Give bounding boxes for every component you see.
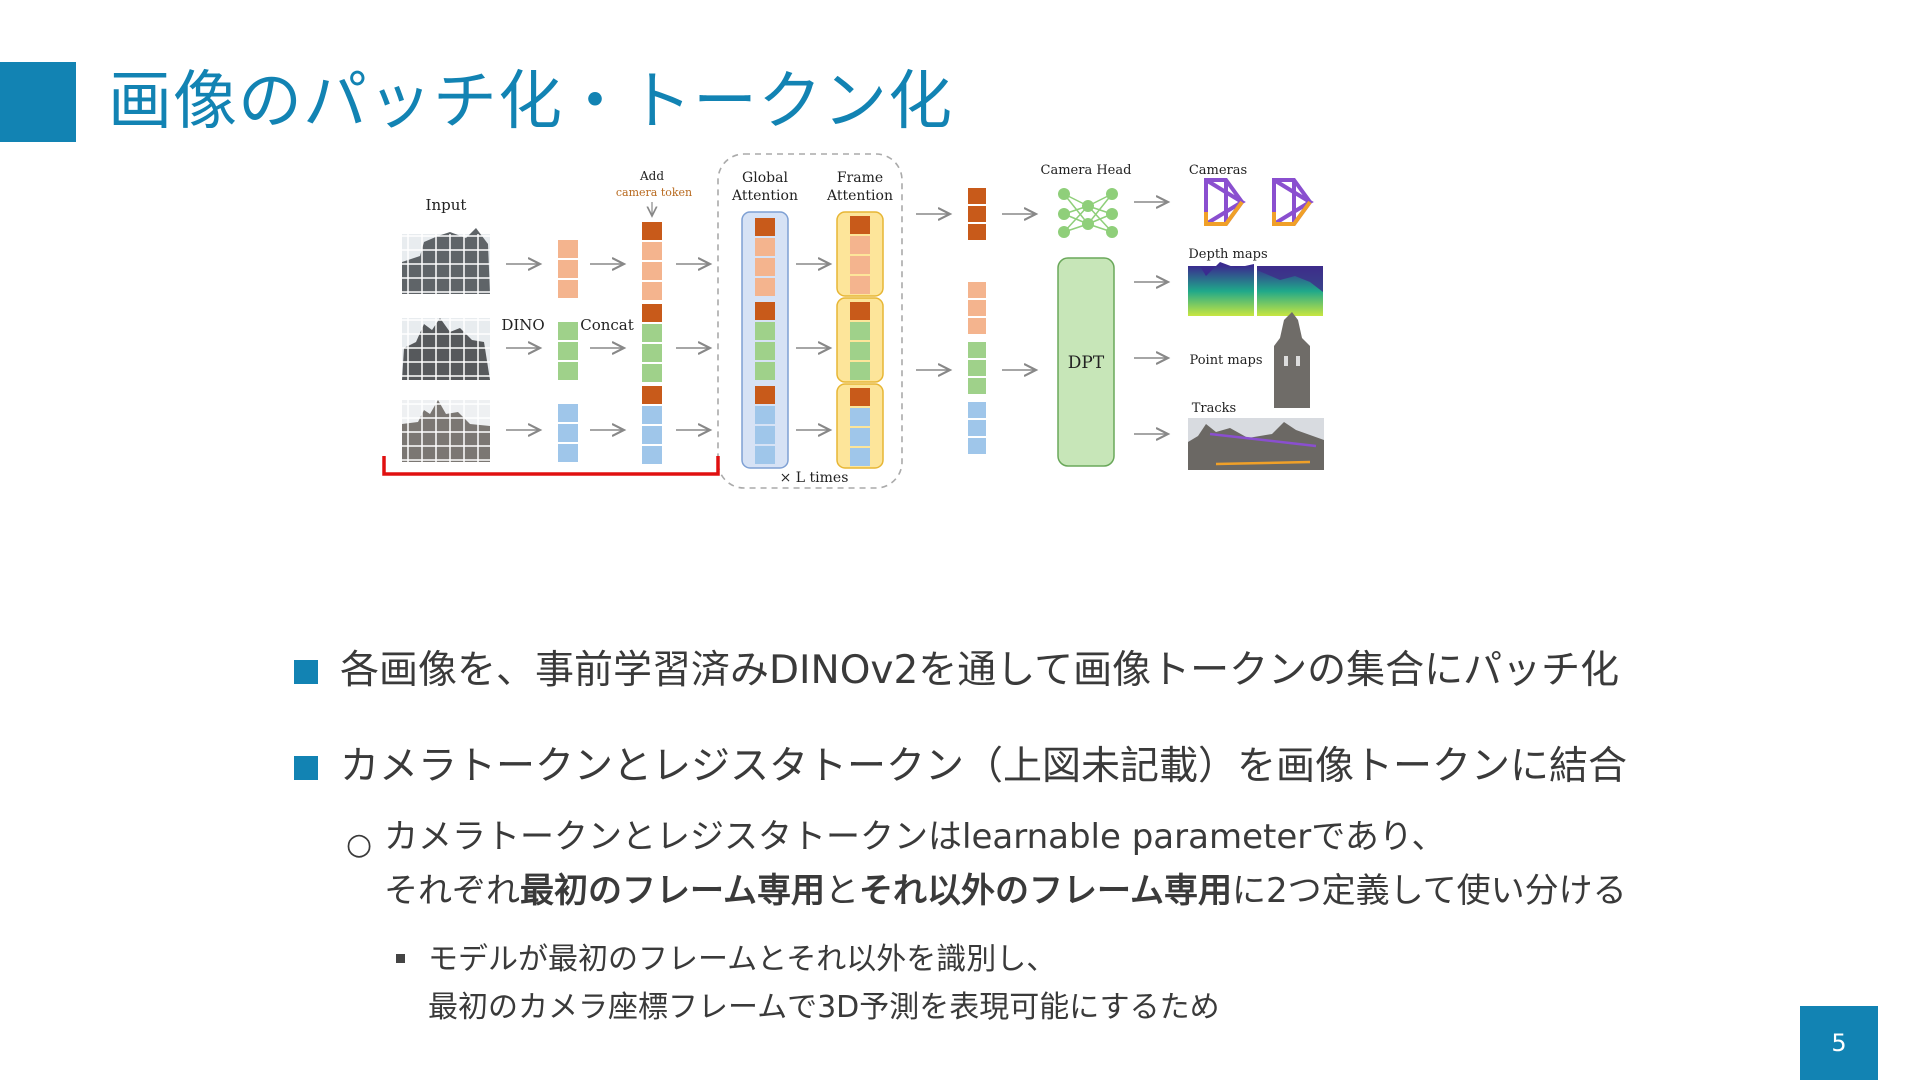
camera-frustum-icon-2 — [1272, 178, 1314, 226]
sub-bullet-2-1: ○ カメラトークンとレジスタトークンはlearnable parameterであ… — [346, 810, 1627, 918]
output-camera-tokens — [968, 188, 986, 240]
bullet-square-icon — [294, 660, 318, 684]
frame-attention-box-1 — [836, 211, 884, 297]
tracks-image — [1188, 418, 1324, 470]
global-attention-label-1: Global — [742, 170, 788, 186]
bullet-square-icon — [294, 756, 318, 780]
point-maps-label: Point maps — [1189, 353, 1262, 368]
concat-tokens-frame-1 — [642, 222, 662, 300]
frame-attention-box-3 — [836, 383, 884, 469]
architecture-figure: Input DINO Concat Add camera to — [382, 153, 1324, 489]
sub-sub-bullet-1-line-2: 最初のカメラ座標フレームで3D予測を表現可能にするため — [428, 990, 1220, 1025]
emphasis-other-frames: それ以外のフレーム専用 — [858, 871, 1232, 911]
global-attention-label-2: Attention — [731, 188, 798, 204]
concat-tokens-frame-2 — [642, 304, 662, 382]
bullet-2-text: カメラトークンとレジスタトークン（上図未記載）を画像トークンに結合 — [340, 744, 1628, 789]
frame-attention-box-2 — [836, 297, 884, 383]
frame-attention-label-1: Frame — [837, 170, 883, 186]
cameras-label: Cameras — [1189, 163, 1247, 178]
camera-head-label: Camera Head — [1041, 163, 1132, 178]
l-times-container — [717, 153, 903, 489]
tracks-label: Tracks — [1192, 401, 1236, 416]
sub-sub-bullet-1-line-1: モデルが最初のフレームとそれ以外を識別し、 — [428, 942, 1057, 977]
l-times-label: × L times — [780, 470, 849, 486]
highlight-bracket — [382, 456, 720, 476]
point-map-image — [1274, 312, 1310, 408]
input-image-1 — [402, 228, 490, 294]
dino-tokens-frame-3 — [558, 404, 578, 462]
depth-map-images — [1188, 262, 1323, 316]
sub-bullet-2-1-line-2: それぞれ最初のフレーム専用とそれ以外のフレーム専用に2つ定義して使い分ける — [384, 871, 1627, 911]
camera-head-network — [1058, 188, 1118, 238]
sub-bullet-2-1-line-1: カメラトークンとレジスタトークンはlearnable parameterであり、 — [384, 817, 1446, 857]
page-number: 5 — [1800, 1006, 1878, 1080]
depth-maps-label: Depth maps — [1188, 247, 1267, 262]
title-accent-block — [0, 62, 76, 142]
concat-tokens-frame-3 — [642, 386, 662, 464]
dpt-label: DPT — [1068, 353, 1105, 373]
bullet-small-square-icon — [396, 954, 405, 963]
dino-tokens-frame-2 — [558, 322, 578, 380]
input-image-2 — [402, 318, 490, 380]
bullet-2: カメラトークンとレジスタトークン（上図未記載）を画像トークンに結合 — [294, 742, 1628, 792]
emphasis-first-frame: 最初のフレーム専用 — [520, 871, 825, 911]
bullet-1: 各画像を、事前学習済みDINOv2を通して画像トークンの集合にパッチ化 — [294, 646, 1620, 696]
sub-sub-bullet-1: モデルが最初のフレームとそれ以外を識別し、 最初のカメラ座標フレームで3D予測を… — [396, 936, 1220, 1032]
camera-frustum-icon-1 — [1204, 178, 1246, 226]
bullet-circle-icon: ○ — [346, 827, 373, 862]
global-attention-tokens — [755, 218, 775, 464]
dino-label: DINO — [501, 316, 544, 334]
add-label: Add — [639, 169, 664, 183]
input-image-3 — [402, 400, 490, 462]
concat-label: Concat — [580, 316, 634, 334]
output-image-tokens — [968, 282, 986, 454]
dino-tokens-frame-1 — [558, 240, 578, 298]
input-label: Input — [426, 196, 467, 214]
bullet-1-text: 各画像を、事前学習済みDINOv2を通して画像トークンの集合にパッチ化 — [340, 648, 1620, 693]
slide-title: 画像のパッチ化・トークン化 — [108, 65, 953, 139]
dpt-box — [1057, 257, 1115, 467]
camera-token-label: camera token — [616, 186, 692, 199]
frame-attention-label-2: Attention — [826, 188, 893, 204]
